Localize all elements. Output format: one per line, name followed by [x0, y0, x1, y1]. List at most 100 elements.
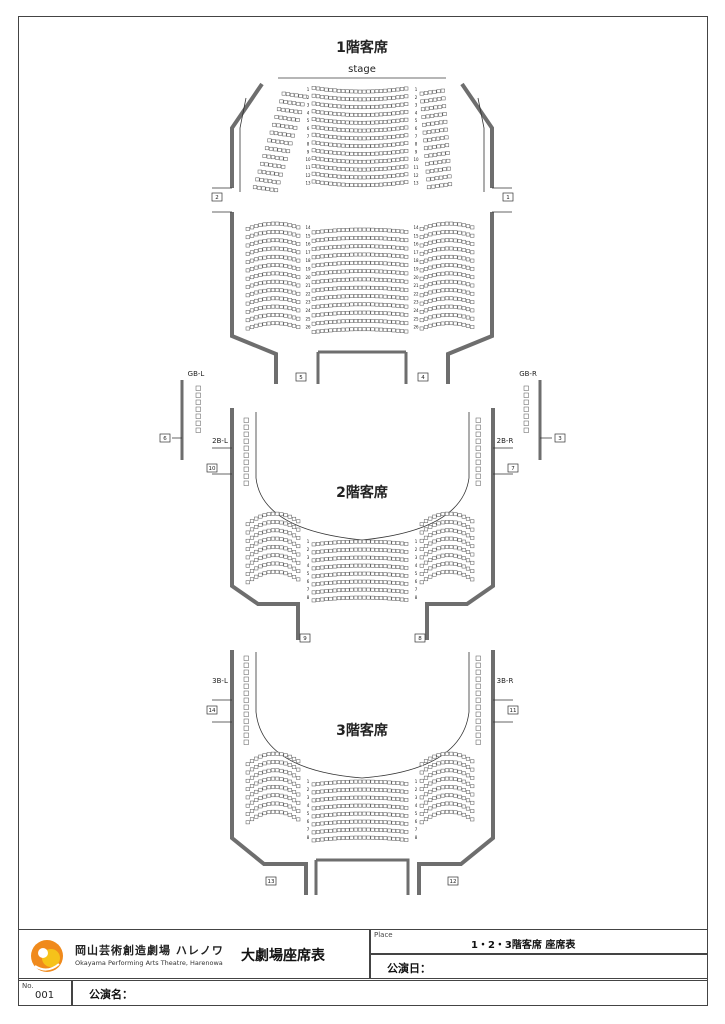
seat	[470, 776, 475, 780]
seat	[254, 781, 259, 786]
seat	[349, 302, 354, 307]
seat	[195, 420, 201, 426]
seat	[275, 569, 280, 574]
seat	[440, 238, 445, 243]
seat	[328, 95, 333, 100]
seat	[353, 183, 358, 187]
seat	[349, 539, 354, 544]
seat	[362, 835, 367, 840]
floor1-title: 1階客席	[336, 39, 388, 56]
seat	[387, 286, 392, 291]
seat	[320, 134, 325, 138]
seat	[374, 828, 379, 832]
seat	[395, 597, 400, 601]
seat	[419, 310, 424, 314]
seat	[336, 796, 342, 801]
seat	[336, 788, 342, 793]
seat	[311, 238, 316, 243]
seat	[387, 580, 392, 585]
seat	[261, 170, 267, 175]
seat	[349, 120, 354, 125]
seat	[399, 133, 405, 138]
seat	[254, 558, 259, 562]
seat	[378, 311, 384, 315]
seat	[315, 288, 321, 292]
seat	[457, 753, 462, 758]
seat	[444, 288, 450, 292]
seat	[245, 778, 250, 783]
seat	[465, 773, 471, 778]
seat	[279, 140, 285, 145]
seat	[395, 837, 400, 841]
seat	[432, 273, 437, 277]
door-number: 9	[303, 636, 307, 642]
seat	[475, 739, 481, 745]
seat	[353, 302, 358, 307]
seat	[366, 327, 371, 332]
seat	[275, 760, 280, 764]
seat	[419, 795, 424, 800]
seat	[328, 88, 333, 92]
seat	[258, 531, 263, 536]
seat	[341, 236, 346, 241]
seat	[399, 87, 405, 91]
seat	[353, 779, 358, 784]
seat	[357, 835, 363, 840]
floor1-front-row-number-right: 1	[415, 87, 418, 92]
seat	[328, 228, 333, 233]
seat	[449, 809, 454, 814]
door-marker: 8	[414, 633, 426, 643]
seat	[262, 322, 267, 326]
seat	[362, 120, 367, 125]
seat	[366, 277, 371, 282]
seat	[440, 321, 445, 326]
seat	[353, 827, 358, 832]
seat	[457, 264, 462, 268]
seat	[429, 169, 435, 173]
seat	[419, 326, 424, 331]
seat	[428, 806, 433, 811]
seat	[357, 120, 363, 125]
seat	[428, 765, 433, 769]
seat	[370, 136, 375, 141]
seat	[266, 280, 271, 284]
seat	[311, 296, 316, 301]
seat	[353, 579, 358, 584]
seat	[328, 804, 333, 809]
seat	[387, 556, 392, 561]
seat	[270, 768, 276, 773]
seat	[283, 247, 288, 252]
seat	[315, 133, 321, 138]
seat	[249, 519, 255, 523]
seat	[362, 252, 367, 257]
seat	[445, 151, 450, 155]
seat	[457, 546, 462, 551]
floor1-front-row-number-left: 8	[307, 142, 310, 147]
seat	[245, 580, 250, 585]
seat	[391, 320, 396, 324]
seat	[266, 305, 271, 309]
seat	[324, 287, 329, 292]
seat	[341, 820, 346, 824]
seat	[383, 236, 388, 241]
seat	[457, 794, 462, 799]
seat	[444, 785, 450, 789]
seat	[345, 327, 350, 332]
seat	[428, 307, 433, 311]
seat	[457, 811, 462, 816]
seat	[254, 323, 259, 328]
seat	[426, 185, 432, 190]
seat	[270, 520, 276, 524]
seat	[362, 319, 367, 323]
seat	[444, 246, 450, 251]
seat	[332, 245, 337, 249]
floor1-rear-row-number-right: 14	[413, 225, 419, 230]
seat	[336, 588, 342, 593]
seat	[404, 790, 409, 794]
seat	[449, 785, 454, 789]
seat	[419, 778, 424, 783]
seat	[475, 697, 481, 703]
seat	[357, 779, 363, 784]
seat	[336, 804, 342, 809]
seat	[332, 96, 337, 101]
